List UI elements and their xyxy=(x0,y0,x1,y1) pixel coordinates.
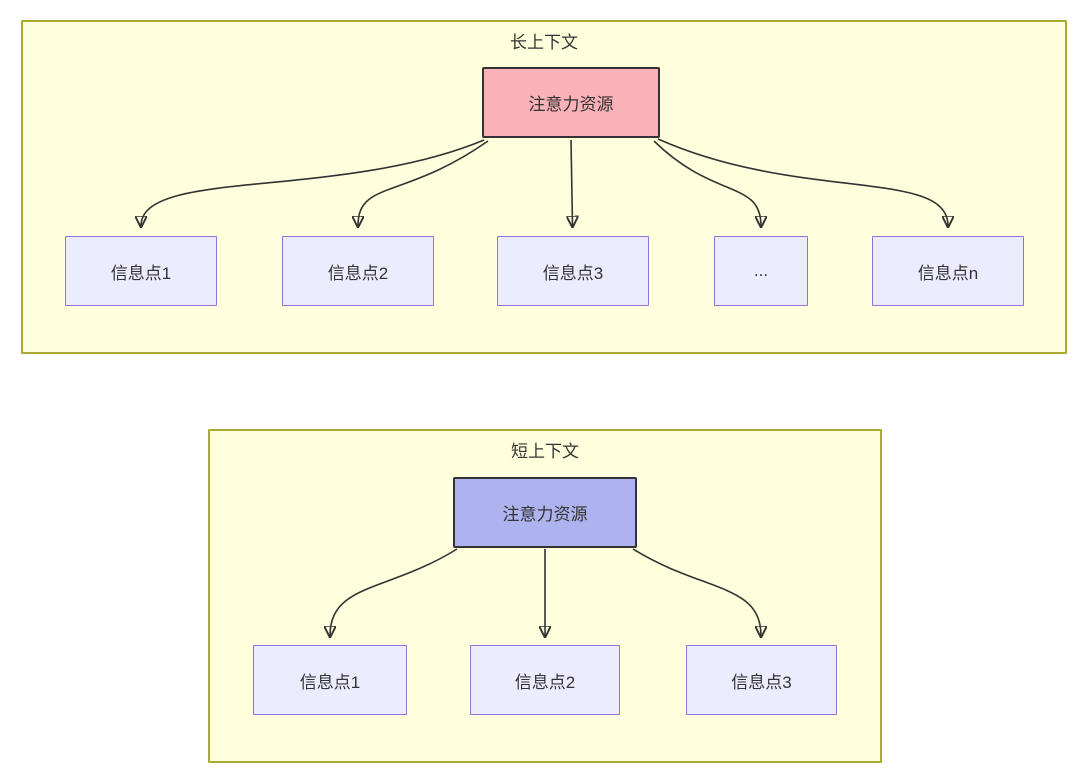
info-point-node-long-ellipsis: ... xyxy=(714,236,808,306)
cluster-short-context-title: 短上下文 xyxy=(511,442,579,461)
info-point-node-long-1: 信息点1 xyxy=(65,236,217,306)
info-point-node-long-n: 信息点n xyxy=(872,236,1024,306)
info-point-node-short-1: 信息点1 xyxy=(253,645,407,715)
attention-resource-node-long: 注意力资源 xyxy=(482,67,660,138)
info-point-node-long-3: 信息点3 xyxy=(497,236,649,306)
attention-resource-node-short: 注意力资源 xyxy=(453,477,637,548)
cluster-long-context-title: 长上下文 xyxy=(510,33,578,52)
info-point-node-long-2: 信息点2 xyxy=(282,236,434,306)
info-point-node-short-2: 信息点2 xyxy=(470,645,620,715)
info-point-node-short-3: 信息点3 xyxy=(686,645,837,715)
